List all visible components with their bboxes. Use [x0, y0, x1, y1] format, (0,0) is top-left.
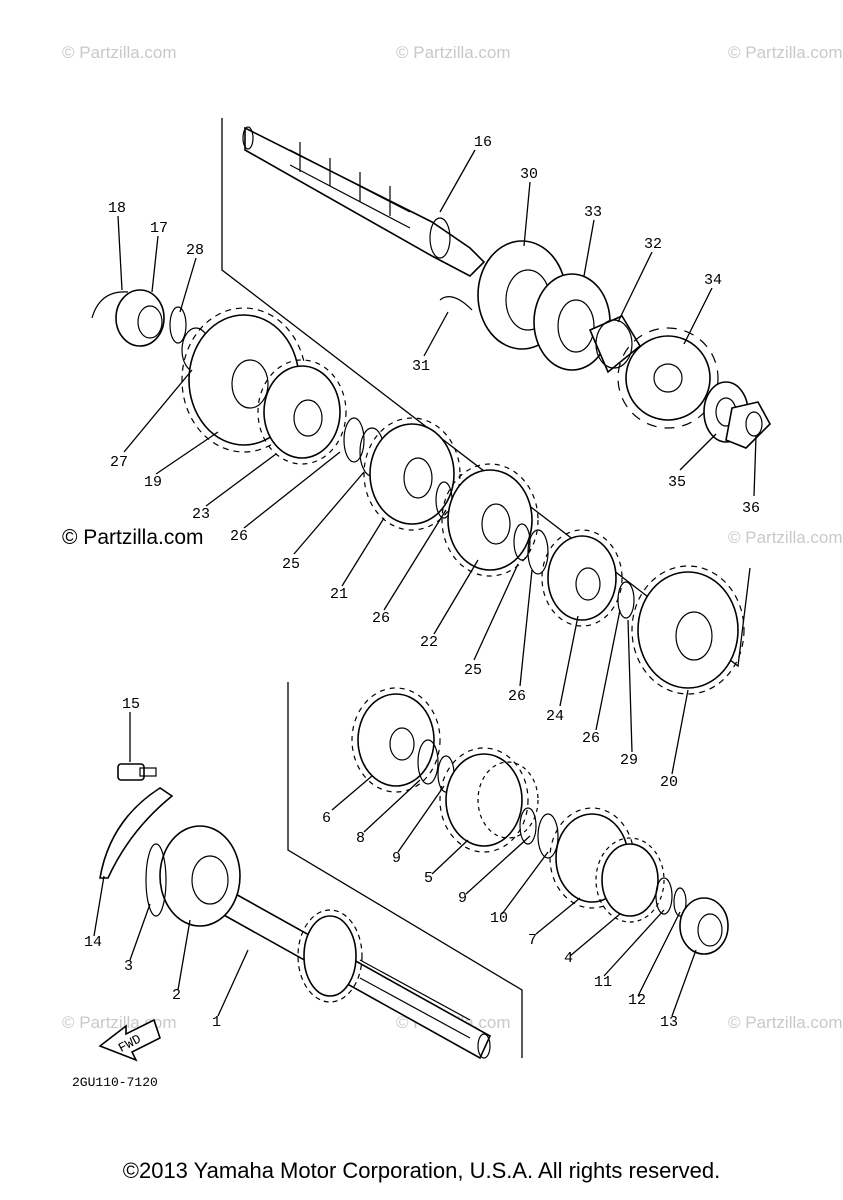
callout-label: 36 [742, 500, 760, 517]
callout-label: 24 [546, 708, 564, 725]
callout-labels: 1 2 3 4 5 6 7 8 9 9 10 11 12 13 14 15 16… [84, 134, 760, 1031]
callout-label: 12 [628, 992, 646, 1009]
callout-label: 22 [420, 634, 438, 651]
callout-label: 19 [144, 474, 162, 491]
callout-label: 25 [464, 662, 482, 679]
callout-label: 34 [704, 272, 722, 289]
callout-label: 10 [490, 910, 508, 927]
callout-label: 35 [668, 474, 686, 491]
callout-label: 26 [230, 528, 248, 545]
watermark: © Partzilla.com [728, 528, 843, 547]
leader-lines [93, 149, 757, 1017]
lower-frame [287, 682, 523, 1058]
watermarks: © Partzilla.com © Partzilla.com © Partzi… [62, 43, 843, 1032]
callout-label: 13 [660, 1014, 678, 1031]
callout-label: 11 [594, 974, 612, 991]
callout-label: 2 [172, 987, 181, 1004]
drive-sprocket [617, 327, 719, 429]
callout-label: 17 [150, 220, 168, 237]
callout-label: 23 [192, 506, 210, 523]
copyright-notice: ©2013 Yamaha Motor Corporation, U.S.A. A… [122, 1158, 721, 1183]
callout-label: 16 [474, 134, 492, 151]
callout-label: 27 [110, 454, 128, 471]
main-axle [220, 890, 492, 1060]
watermark: © Partzilla.com [62, 526, 204, 549]
callout-label: 18 [108, 200, 126, 217]
callout-label: 31 [412, 358, 430, 375]
callout-label: 9 [458, 890, 467, 907]
callout-label: 5 [424, 870, 433, 887]
callout-label: 9 [392, 850, 401, 867]
callout-label: 7 [528, 932, 537, 949]
callout-label: 21 [330, 586, 348, 603]
lower-left-parts [99, 763, 241, 927]
lock-washer-and-nut [703, 381, 771, 449]
lower-gear-train [351, 687, 729, 955]
watermark: © Partzilla.com [396, 43, 511, 62]
callout-label: 33 [584, 204, 602, 221]
callout-label: 25 [282, 556, 300, 573]
callout-label: 29 [620, 752, 638, 769]
callout-label: 15 [122, 696, 140, 713]
callout-label: 30 [520, 166, 538, 183]
watermark: © Partzilla.com [62, 43, 177, 62]
callout-label: 14 [84, 934, 102, 951]
callout-label: 1 [212, 1014, 221, 1031]
callout-label: 32 [644, 236, 662, 253]
callout-label: 26 [372, 610, 390, 627]
watermark: © Partzilla.com [728, 1013, 843, 1032]
upper-frame [221, 118, 751, 668]
callout-label: 3 [124, 958, 133, 975]
watermark: © Partzilla.com [62, 1013, 177, 1032]
drive-axle [242, 126, 486, 277]
callout-label: 6 [322, 810, 331, 827]
callout-label: 26 [582, 730, 600, 747]
callout-label: 8 [356, 830, 365, 847]
callout-label: 4 [564, 950, 573, 967]
diagram-code: 2GU110-7120 [72, 1075, 158, 1090]
upper-gear-train [181, 307, 745, 695]
callout-label: 20 [660, 774, 678, 791]
callout-label: 28 [186, 242, 204, 259]
upper-small-parts [91, 240, 642, 374]
callout-label: 26 [508, 688, 526, 705]
watermark: © Partzilla.com [728, 43, 843, 62]
